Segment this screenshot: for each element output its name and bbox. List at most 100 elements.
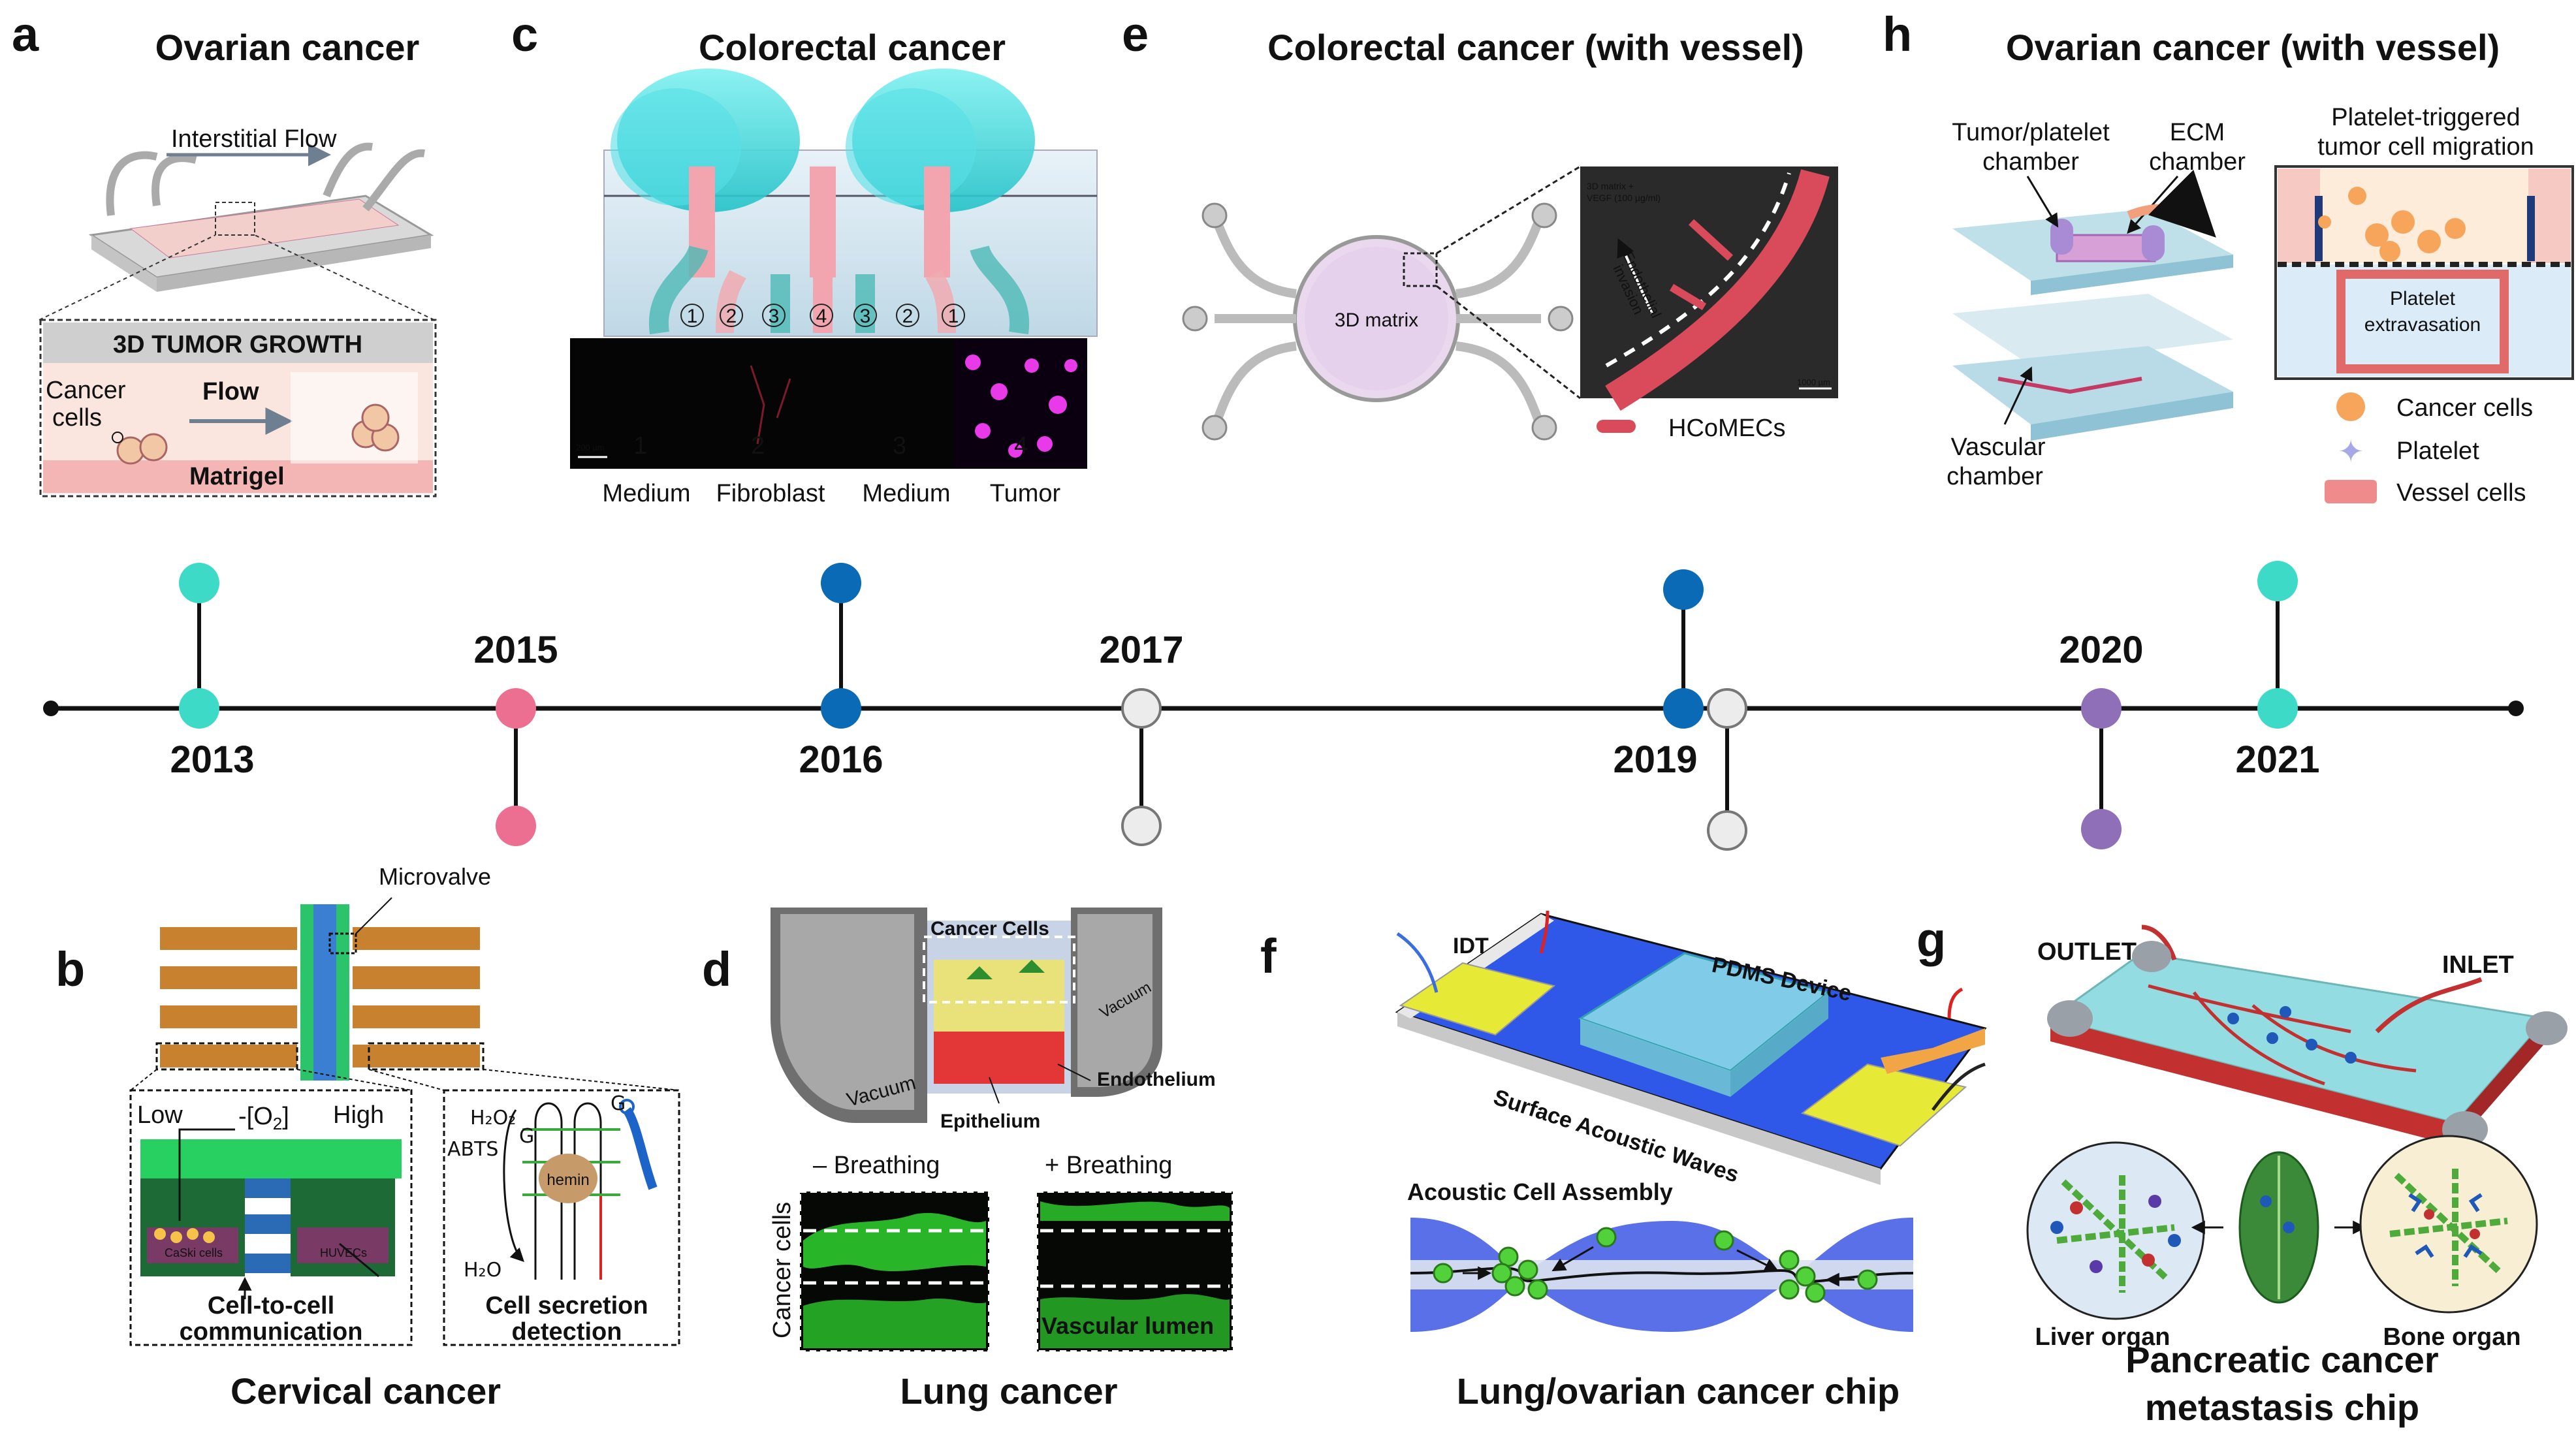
node-bottom-2015: [496, 806, 536, 846]
micrograph-e: 3D matrix + VEGF (100 µg/ml) Endothelial…: [1580, 166, 1838, 411]
liver-label: Liver organ: [2035, 1323, 2171, 1351]
legend-cancer-label: Cancer cells: [2396, 394, 2533, 422]
panel-title-g-2: metastasis chip: [2145, 1387, 2419, 1428]
region-label: Medium: [602, 480, 690, 507]
milestone-2013: 2013: [170, 563, 255, 781]
huvecs-label: HUVECs: [320, 1246, 367, 1259]
timeline: 2013 2015 2016 2017: [43, 561, 2524, 851]
cancer-cells-label-1: Cancer: [46, 377, 126, 404]
legend-platelet-label: Platelet: [2396, 437, 2479, 465]
panel-g: g OUTLET INLET: [1916, 913, 2568, 1428]
flow-arrow-label: Flow: [202, 378, 259, 405]
panel-e: e Colorectal cancer (with vessel) 3D mat…: [1122, 7, 1838, 442]
tp-chamber-label-2: chamber: [1982, 148, 2079, 176]
panel-title-b: Cervical cancer: [231, 1370, 501, 1412]
vascular-lumen-label: Vascular lumen: [1042, 1312, 1214, 1339]
tp-chamber-label-1: Tumor/platelet: [1952, 119, 2110, 146]
channel-number: 1: [948, 306, 959, 327]
panel-b: b Microvalve: [56, 863, 680, 1412]
node-axis-2016: [821, 688, 861, 729]
panel-f: f IDT PDMS Device Surface Acoustic Waves…: [1260, 910, 1987, 1412]
legend-hcomecs: HCoMECs: [1597, 415, 1785, 442]
panel-title-f: Lung/ovarian cancer chip: [1457, 1370, 1900, 1412]
channel-number: 2: [902, 306, 914, 327]
channel-number: 1: [687, 306, 698, 327]
low-label: Low: [137, 1101, 183, 1129]
assembly-label: Acoustic Cell Assembly: [1407, 1178, 1673, 1205]
cancer-cells-label-2: cells: [52, 404, 102, 432]
region-number: 2: [751, 432, 765, 460]
vessel-chip-illustration: 3D matrix: [1182, 165, 1581, 441]
ovarian-chip-illustration: Interstitial Flow: [88, 125, 434, 292]
channel-number: 3: [860, 306, 871, 327]
panel-title-d: Lung cancer: [900, 1370, 1118, 1412]
ecm-label-1: ECM: [2170, 119, 2225, 146]
milestone-2016: 2016: [799, 563, 883, 781]
node-axis-2013: [179, 688, 219, 729]
matrigel-label: Matrigel: [189, 463, 285, 490]
milestone-2020: 2020: [2059, 629, 2144, 849]
micro-label-2: VEGF (100 µg/ml): [1587, 193, 1661, 203]
milestone-2017: 2017: [1099, 629, 1184, 846]
extravasation-label-2: extravasation: [2364, 314, 2481, 336]
panel-h: h Ovarian cancer (with vessel) Tumor/pla…: [1883, 7, 2574, 507]
platelet-chip-illustration: [1952, 169, 2233, 441]
panel-title-g-1: Pancreatic cancer: [2125, 1339, 2438, 1380]
high-label: High: [333, 1101, 384, 1129]
year-2013: 2013: [170, 738, 254, 781]
panel-title-e: Colorectal cancer (with vessel): [1267, 27, 1804, 68]
vascular-label-1: Vascular: [1950, 434, 2045, 461]
legend-h: Cancer cells ✦ Platelet Vessel cells: [2325, 392, 2533, 507]
channel-number: 3: [769, 306, 780, 327]
milestone-2021: 2021: [2235, 561, 2320, 781]
panel-title-a: Ovarian cancer: [155, 27, 420, 68]
region-number: 3: [893, 432, 906, 460]
region-number: 4: [1014, 432, 1028, 460]
idt-label: IDT: [1453, 934, 1489, 958]
panel-letter-b: b: [56, 942, 85, 996]
g-label: G: [519, 1125, 534, 1148]
panel-letter-a: a: [12, 7, 39, 61]
vessel-cell-icon: [2325, 480, 2377, 503]
scale-bar-e: 1000 µm: [1797, 377, 1830, 387]
secretion-label-1: Cell secretion: [485, 1292, 648, 1319]
node-axis-2019b: [1707, 688, 1747, 729]
migration-label-2: tumor cell migration: [2317, 133, 2534, 161]
year-2017: 2017: [1099, 629, 1183, 671]
cancer-cells-label: Cancer Cells: [930, 918, 1049, 940]
node-top-2021: [2257, 561, 2298, 601]
region-label: Fibroblast: [716, 480, 825, 507]
milestone-2019: 2019: [1613, 569, 1747, 851]
g-label-2: G: [611, 1092, 626, 1115]
outlet-label: OUTLET: [2037, 938, 2137, 966]
interstitial-flow-label: Interstitial Flow: [171, 125, 337, 153]
region-label: Tumor: [990, 480, 1061, 507]
year-2015: 2015: [473, 629, 558, 671]
year-2020: 2020: [2059, 629, 2143, 671]
scale-bar-c: 200 µm: [576, 443, 605, 452]
secretion-label-2: detection: [512, 1318, 622, 1346]
communication-label-2: communication: [180, 1318, 363, 1346]
endothelium-label: Endothelium: [1097, 1069, 1216, 1090]
communication-label-1: Cell-to-cell: [208, 1292, 334, 1319]
migration-label-1: Platelet-triggered: [2331, 104, 2520, 131]
tumor-growth-title: 3D TUMOR GROWTH: [113, 331, 362, 358]
extravasation-label-1: Platelet: [2390, 288, 2456, 309]
year-2019: 2019: [1613, 738, 1697, 781]
node-bottom-2017: [1121, 806, 1162, 846]
breathing-chip-illustration: Vacuum Vacuum: [771, 908, 1162, 1123]
caski-label: CaSki cells: [165, 1246, 223, 1259]
plus-breathing-label: + Breathing: [1045, 1152, 1172, 1179]
saw-chip-illustration: [1395, 910, 1987, 1185]
cancer-cell-icon: [2336, 392, 2365, 421]
region-label: Medium: [862, 480, 950, 507]
micro-label-1: 3D matrix +: [1587, 181, 1634, 191]
panel-title-h: Ovarian cancer (with vessel): [2006, 27, 2500, 68]
panel-c: c Colorectal cancer 1 2 3: [511, 7, 1098, 507]
node-top-2019: [1663, 569, 1704, 610]
timeline-start-dot: [43, 701, 59, 716]
node-top-2016: [821, 563, 861, 603]
breathing-images: Vascular lumen: [799, 1190, 1234, 1353]
channel-number-row: 1 2 3 4 3 2 1: [680, 304, 965, 327]
node-axis-2021: [2257, 688, 2298, 729]
